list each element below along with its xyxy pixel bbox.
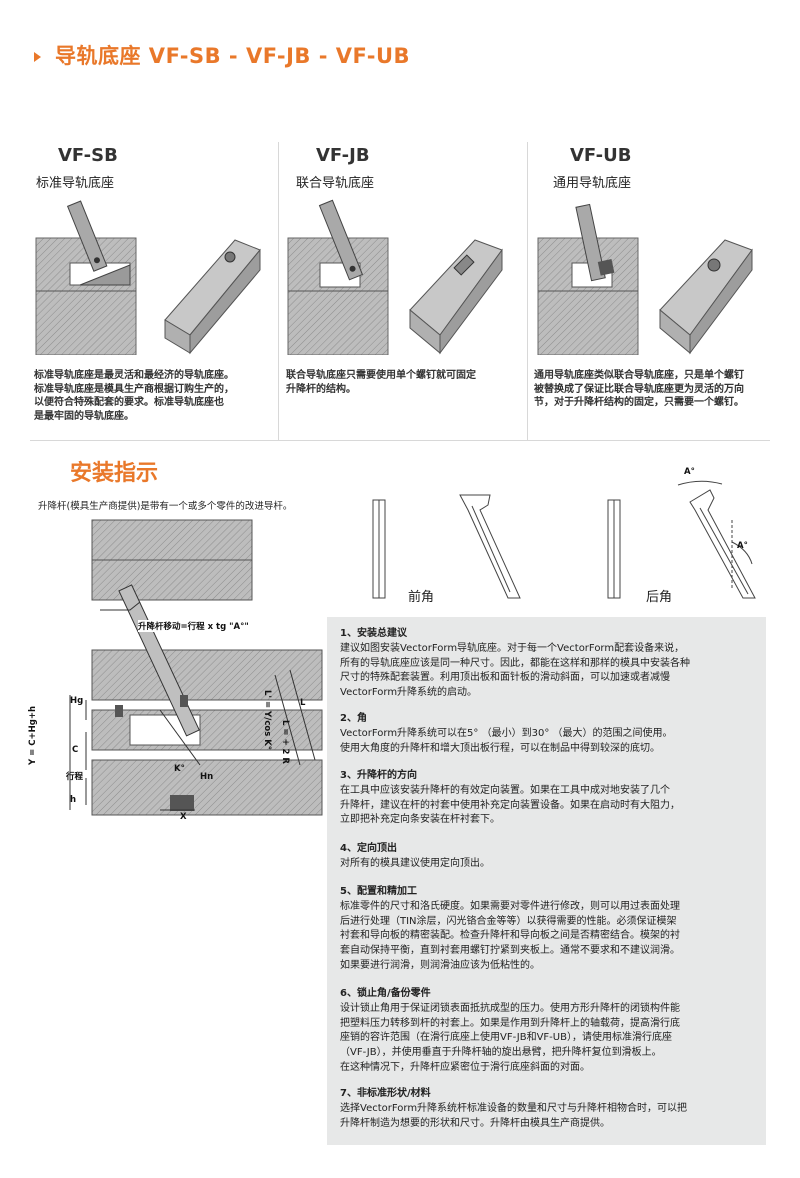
column-divider xyxy=(527,142,528,440)
instruction-5: 5、配置和精加工 标准零件的尺寸和洛氏硬度。如果需要对零件进行修改，则可以用过表… xyxy=(340,886,680,971)
column-divider xyxy=(278,142,279,440)
dim-l: L xyxy=(300,698,306,708)
dim-hg: Hg xyxy=(70,696,84,706)
column-code-sb: VF-SB xyxy=(58,145,118,166)
dim-k: K° xyxy=(174,764,185,774)
column-code-jb: VF-JB xyxy=(316,145,370,166)
section-divider xyxy=(30,440,770,441)
column-name-jb: 联合导轨底座 xyxy=(296,176,375,191)
assembly-drawing xyxy=(69,519,323,816)
dim-x: X xyxy=(180,812,187,822)
dim-y: Y = C+Hg+h xyxy=(28,706,38,765)
dim-stroke: 行程 xyxy=(66,772,84,782)
bullet-triangle-icon xyxy=(34,52,41,62)
page-title: 导轨底座 VF-SB - VF-JB - VF-UB xyxy=(34,40,410,70)
instruction-1: 1、安装总建议 建议如图安装VectorForm导轨底座。对于每一个Vector… xyxy=(340,628,690,699)
column-desc-sb: 标准导轨底座是最灵活和最经济的导轨底座。 标准导轨底座是模具生产商根据订购生产的… xyxy=(34,370,234,422)
column-desc-ub: 通用导轨底座类似联合导轨底座，只是单个螺钉 被替换成了保证比联合导轨底座更为灵活… xyxy=(534,370,744,408)
angle-a-top: A° xyxy=(684,467,695,477)
instruction-3: 3、升降杆的方向 在工具中应该安装升降杆的有效定向装置。如果在工具中成对地安装了… xyxy=(340,770,680,826)
page-title-text: 导轨底座 VF-SB - VF-JB - VF-UB xyxy=(55,44,410,68)
move-label: 升降杆移动=行程 x tg "A°" xyxy=(138,620,249,632)
vf-jb-illustration xyxy=(287,199,503,355)
dim-lformula: L' = Y/cos K° xyxy=(262,690,272,751)
vf-sb-illustration xyxy=(35,200,261,355)
instruction-2: 2、角 VectorForm升降系统可以在5° （最小）到30° （最大）的范围… xyxy=(340,713,673,754)
column-name-sb: 标准导轨底座 xyxy=(36,176,115,191)
angle-a-side: A° xyxy=(737,541,748,551)
install-note: 升降杆(模具生产商提供)是带有一个或多个零件的改进导杆。 xyxy=(38,501,293,512)
dim-hn: Hn xyxy=(200,772,214,782)
instruction-7: 7、非标准形状/材料 选择VectorForm升降系统杆标准设备的数量和尺寸与升… xyxy=(340,1088,688,1129)
instruction-6: 6、锁止角/备份零件 设计锁止角用于保证闭锁表面抵抗成型的压力。使用方形升降杆的… xyxy=(340,988,680,1073)
install-title: 安装指示 xyxy=(70,461,159,486)
front-angle-label: 前角 xyxy=(408,590,435,605)
column-name-ub: 通用导轨底座 xyxy=(553,176,632,191)
column-desc-jb: 联合导轨底座只需要使用单个螺钉就可固定 升降杆的结构。 xyxy=(286,370,476,395)
dim-lr: L = + 2 R xyxy=(280,720,290,764)
column-code-ub: VF-UB xyxy=(570,145,632,166)
dim-c: C xyxy=(72,745,79,755)
rear-angle-label: 后角 xyxy=(646,590,673,605)
vf-ub-illustration xyxy=(537,203,753,355)
dim-h: h xyxy=(70,795,77,805)
angle-diagrams xyxy=(372,480,756,599)
instruction-4: 4、定向顶出 对所有的模具建议使用定向顶出。 xyxy=(340,843,490,869)
instructions-panel: 1、安装总建议 建议如图安装VectorForm导轨底座。对于每一个Vector… xyxy=(327,617,766,1145)
